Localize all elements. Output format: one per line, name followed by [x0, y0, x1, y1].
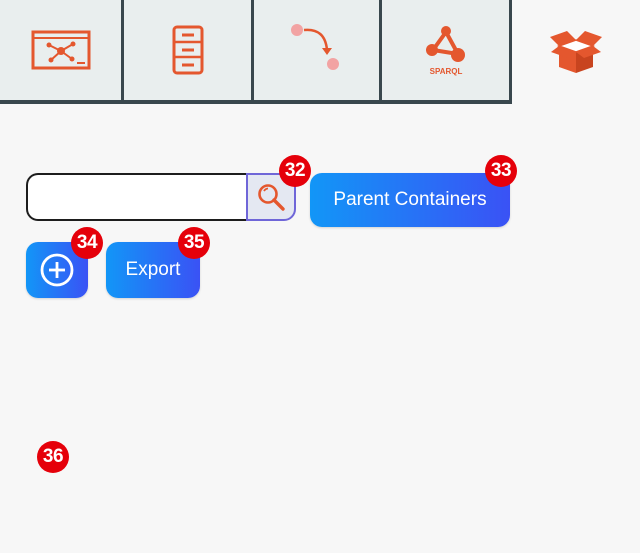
marker-badge: 33 — [485, 155, 517, 187]
tab-bar: SPARQL — [0, 0, 640, 104]
marker-badge: 34 — [71, 227, 103, 259]
parent-containers-button[interactable]: Parent Containers — [310, 173, 510, 227]
tab-path[interactable] — [254, 0, 382, 104]
search-input[interactable] — [26, 173, 246, 221]
open-box-icon — [550, 31, 602, 73]
path-arrow-icon — [290, 24, 339, 70]
file-cabinet-icon — [172, 25, 203, 75]
marker-badge: 35 — [178, 227, 210, 259]
sparql-icon: SPARQL — [425, 26, 465, 76]
sparql-label: SPARQL — [429, 67, 462, 76]
graph-screen-icon — [31, 30, 90, 70]
search-icon — [258, 184, 285, 211]
plus-circle-icon — [40, 253, 74, 287]
tab-graph[interactable] — [0, 0, 124, 104]
tab-cabinet[interactable] — [124, 0, 254, 104]
marker-badge: 32 — [279, 155, 311, 187]
tab-box[interactable] — [512, 0, 640, 104]
marker-badge: 36 — [37, 441, 69, 473]
tab-sparql[interactable]: SPARQL — [382, 0, 512, 104]
